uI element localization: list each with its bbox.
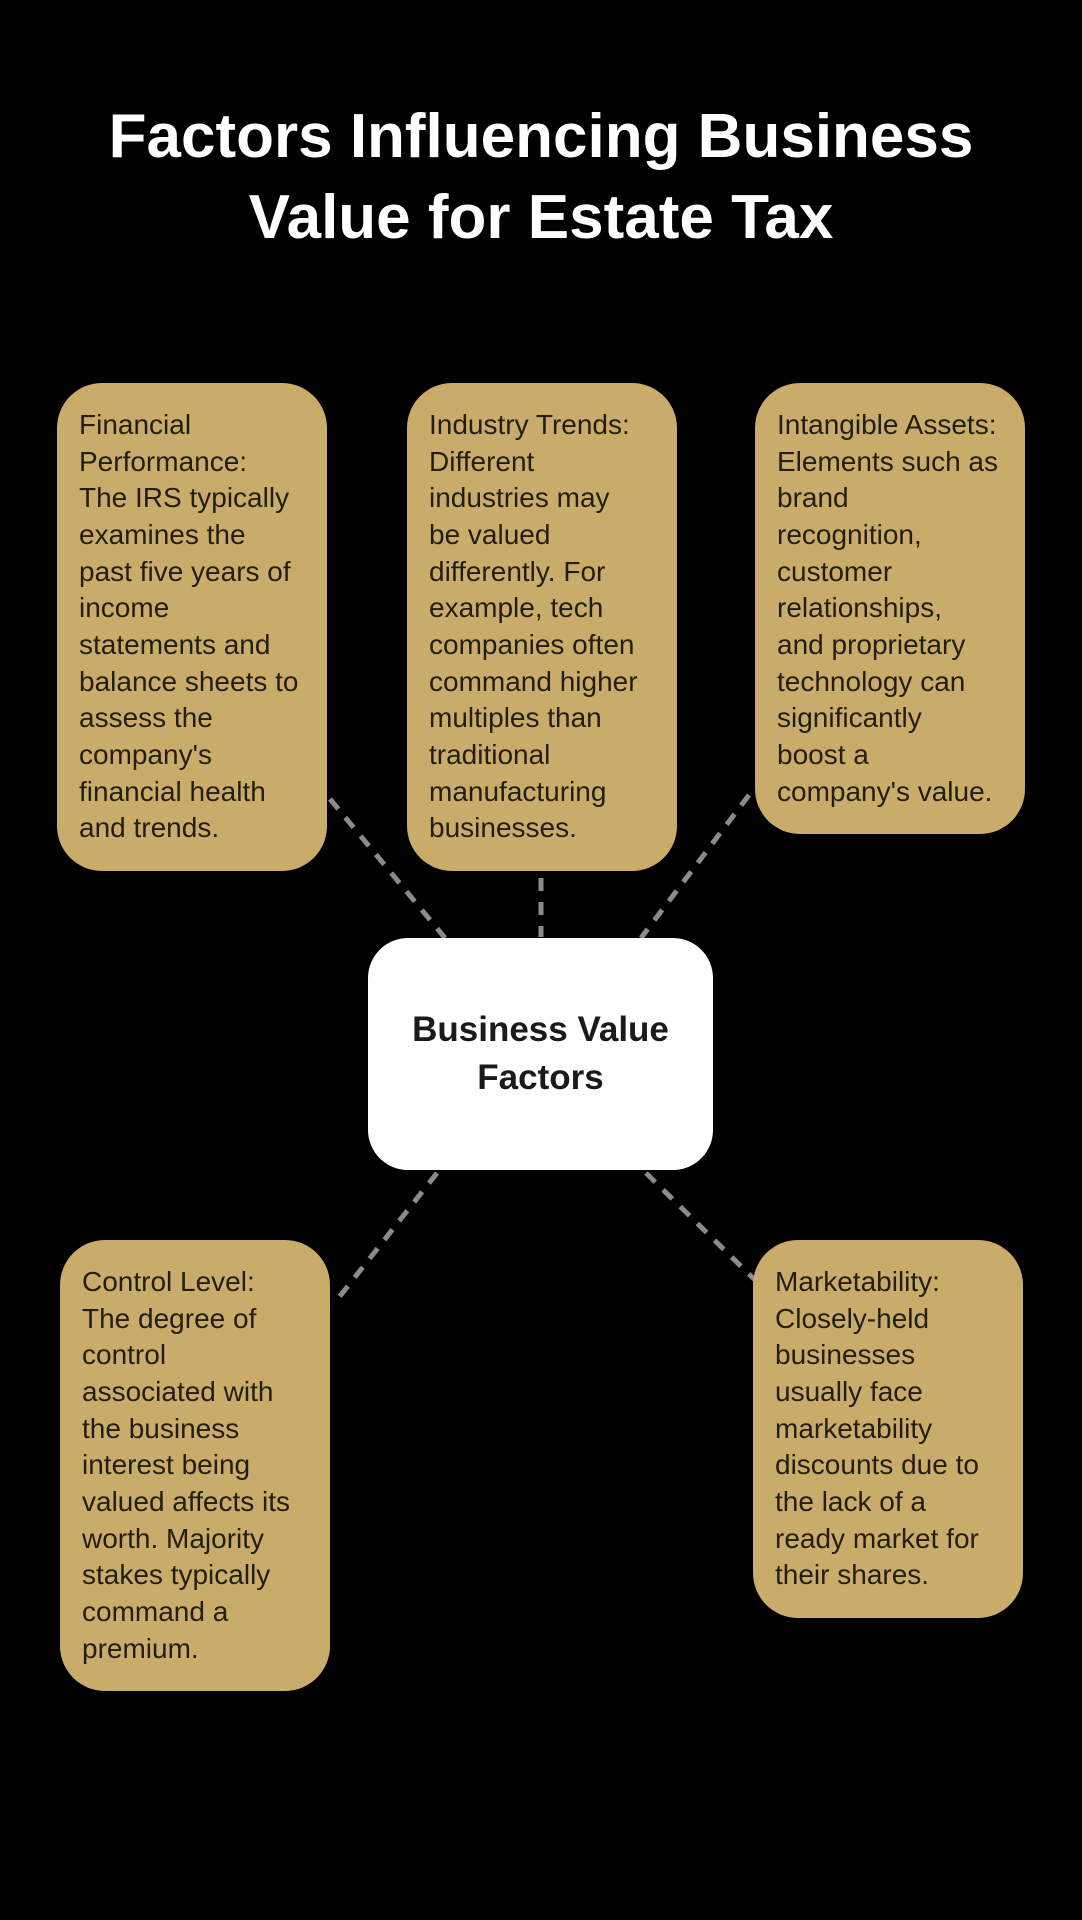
factor-card-intangible-assets: Intangible Assets: Elements such as bran… xyxy=(755,383,1025,835)
connector-center-to-control xyxy=(331,1171,439,1307)
factor-card-text: Industry Trends: Different industries ma… xyxy=(429,409,638,844)
center-node-business-value-factors: Business Value Factors xyxy=(368,938,713,1170)
factor-card-text: Control Level: The degree of control ass… xyxy=(82,1266,291,1664)
center-node-label: Business Value Factors xyxy=(412,1010,669,1097)
connector-center-to-marketability xyxy=(644,1171,757,1282)
factor-card-text: Marketability: Closely-held businesses u… xyxy=(775,1266,979,1591)
factor-card-financial-performance: Financial Performance: The IRS typically… xyxy=(57,383,327,872)
factor-card-industry-trends: Industry Trends: Different industries ma… xyxy=(407,383,677,872)
factor-card-text: Intangible Assets: Elements such as bran… xyxy=(777,409,998,807)
page-title: Factors Influencing Business Value for E… xyxy=(108,102,974,253)
factor-card-marketability: Marketability: Closely-held businesses u… xyxy=(753,1240,1023,1619)
factor-card-control-level: Control Level: The degree of control ass… xyxy=(60,1240,330,1692)
factor-card-text: Financial Performance: The IRS typically… xyxy=(79,409,299,844)
